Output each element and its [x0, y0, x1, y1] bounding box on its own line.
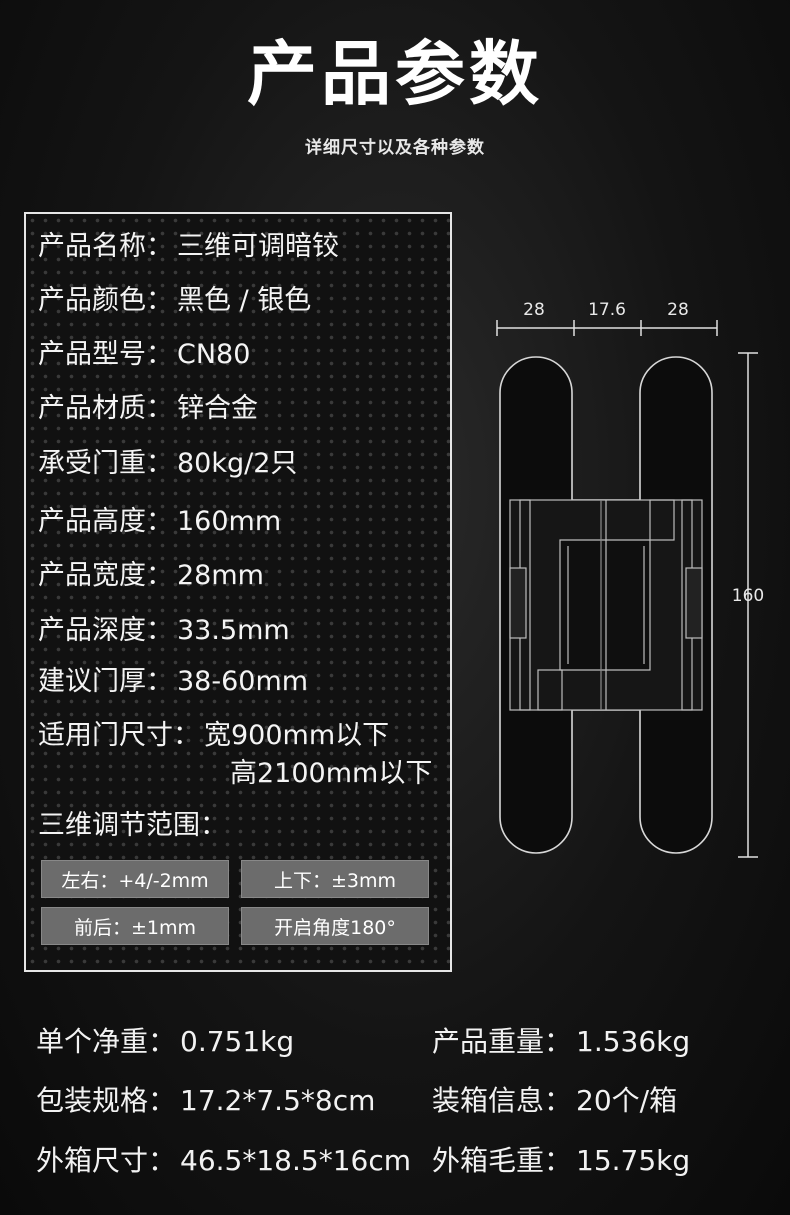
adjust-chip-up-down: 上下：±3mm [241, 860, 429, 898]
spec-row-adjust: 三维调节范围： [38, 809, 227, 843]
spec-value-secondary: 高2100mm以下 [230, 758, 433, 789]
spec-label: 产品宽度： [38, 560, 173, 591]
spec-row-door-size: 适用门尺寸：宽900mm以下 高2100mm以下 [38, 719, 432, 789]
spec-row-height: 产品高度：160mm [38, 505, 281, 539]
spec-value: 38-60mm [177, 666, 309, 697]
spec-label: 产品高度： [38, 506, 173, 537]
spec-label: 适用门尺寸： [38, 720, 200, 751]
spec-row-material: 产品材质：锌合金 [38, 392, 258, 426]
page-title: 产品参数 [247, 33, 543, 115]
spec-row-width: 产品宽度：28mm [38, 559, 264, 593]
spec-label: 产品颜色： [38, 285, 173, 316]
spec-row-door-thickness: 建议门厚：38-60mm [38, 665, 308, 699]
bottom-label: 产品重量： [432, 1025, 573, 1058]
bottom-net-weight: 单个净重：0.751kg [36, 1024, 294, 1060]
bottom-value: 20个/箱 [576, 1084, 678, 1117]
bottom-label: 外箱毛重： [432, 1144, 573, 1177]
spec-label: 承受门重： [38, 448, 173, 479]
bottom-value: 17.2*7.5*8cm [180, 1084, 376, 1117]
spec-label: 产品材质： [38, 393, 173, 424]
bottom-packing-info: 装箱信息：20个/箱 [432, 1083, 677, 1119]
bottom-label: 包装规格： [36, 1084, 177, 1117]
spec-panel: 产品名称：三维可调暗铰 产品颜色：黑色 / 银色 产品型号：CN80 产品材质：… [24, 212, 452, 972]
bottom-product-weight: 产品重量：1.536kg [432, 1024, 690, 1060]
bottom-value: 15.75kg [576, 1144, 691, 1177]
spec-row-name: 产品名称：三维可调暗铰 [38, 230, 339, 264]
bottom-value: 46.5*18.5*16cm [180, 1144, 412, 1177]
spec-value: 宽900mm以下 [204, 720, 390, 751]
spec-value: 锌合金 [177, 393, 258, 424]
spec-value: CN80 [177, 339, 251, 370]
bottom-package-size: 包装规格：17.2*7.5*8cm [36, 1083, 375, 1119]
spec-value: 160mm [177, 506, 282, 537]
spec-value: 三维可调暗铰 [177, 231, 339, 262]
spec-row-load: 承受门重：80kg/2只 [38, 447, 297, 481]
bottom-label: 装箱信息： [432, 1084, 573, 1117]
adjust-chip-open-angle: 开启角度180° [241, 907, 429, 945]
spec-label: 建议门厚： [38, 666, 173, 697]
spec-value: 33.5mm [177, 615, 290, 646]
page-subtitle: 详细尺寸以及各种参数 [305, 138, 485, 158]
bottom-carton-size: 外箱尺寸：46.5*18.5*16cm [36, 1143, 411, 1179]
dim-label-right: 28 [667, 300, 689, 320]
spec-value: 28mm [177, 560, 264, 591]
bottom-label: 单个净重： [36, 1025, 177, 1058]
spec-label: 产品型号： [38, 339, 173, 370]
hinge-diagram: 28 17.6 28 160 [496, 300, 764, 858]
spec-row-depth: 产品深度：33.5mm [38, 614, 290, 648]
spec-row-model: 产品型号：CN80 [38, 338, 250, 372]
dim-label-middle: 17.6 [588, 300, 626, 320]
adjust-chip-left-right: 左右：+4/-2mm [41, 860, 229, 898]
bottom-label: 外箱尺寸： [36, 1144, 177, 1177]
spec-label: 产品深度： [38, 615, 173, 646]
hinge-body [509, 499, 703, 711]
spec-value: 80kg/2只 [177, 448, 298, 479]
spec-label: 三维调节范围： [38, 810, 227, 841]
bottom-value: 0.751kg [180, 1025, 295, 1058]
spec-label: 产品名称： [38, 231, 173, 262]
adjust-chip-front-back: 前后：±1mm [41, 907, 229, 945]
bottom-value: 1.536kg [576, 1025, 691, 1058]
dim-label-height: 160 [732, 586, 764, 606]
spec-value: 黑色 / 银色 [177, 285, 312, 316]
spec-row-color: 产品颜色：黑色 / 银色 [38, 284, 311, 318]
bottom-carton-weight: 外箱毛重：15.75kg [432, 1143, 690, 1179]
dim-label-left: 28 [523, 300, 545, 320]
